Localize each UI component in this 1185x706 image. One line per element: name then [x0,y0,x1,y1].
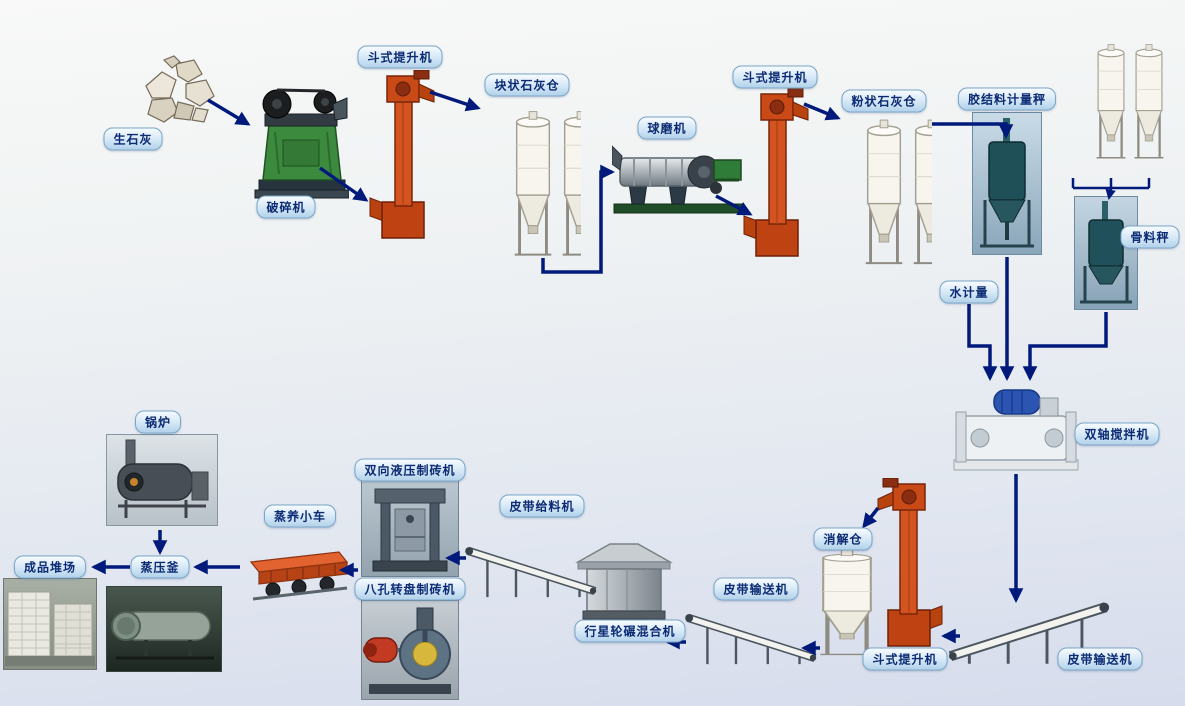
ball-mill-icon [612,130,744,216]
label-belt-conveyor-2: 皮带输送机 [713,577,799,601]
label-crusher: 破碎机 [256,195,316,219]
rotary-press-photo [361,600,459,700]
binder-scale-photo [972,112,1042,255]
arrow-aggregatescale-mixer [1022,312,1108,381]
label-product-yard: 成品堆场 [13,555,87,579]
label-twin-shaft-mixer: 双轴搅拌机 [1074,422,1160,446]
label-quicklime: 生石灰 [103,127,163,151]
arrow-water-mixer [967,304,998,381]
jaw-crusher-icon [253,84,349,202]
label-steam-cart: 蒸养小车 [263,504,337,528]
label-boiler: 锅炉 [134,410,182,434]
block-lime-silos-icon [485,108,581,263]
label-aggregate-scale: 骨料秤 [1120,225,1180,249]
label-autoclave: 蒸压釜 [130,555,190,579]
boiler-photo [106,434,218,526]
storage-silos-icon [1054,22,1168,184]
bucket-elevator-2-icon [742,88,812,263]
label-planetary-mixer: 行星轮碾混合机 [574,619,686,643]
label-belt-feeder: 皮带给料机 [499,494,585,518]
label-water-meter: 水计量 [939,280,999,304]
autoclave-photo [106,586,222,672]
label-block-lime-silo: 块状石灰仓 [484,73,570,97]
belt-feeder-icon [462,518,597,608]
bucket-elevator-3-icon [872,478,946,653]
label-bucket-elevator-2: 斗式提升机 [732,65,818,89]
label-bucket-elevator-1: 斗式提升机 [357,45,443,69]
product-yard-photo [3,578,97,670]
label-hydraulic-press: 双向液压制砖机 [354,458,466,482]
digestion-silo-icon [812,548,882,660]
quicklime-stones-icon [138,52,218,127]
powder-lime-silos-icon [836,115,932,273]
bucket-elevator-1-icon [368,70,438,245]
aggregate-scale-photo [1074,196,1138,310]
label-belt-conveyor-1: 皮带输送机 [1057,647,1143,671]
label-binder-scale: 胶结料计量秤 [957,87,1057,111]
twin-shaft-mixer-icon [950,380,1082,472]
label-powder-lime-silo: 粉状石灰仓 [841,89,927,113]
label-digestion-silo: 消解仓 [813,527,873,551]
steam-cart-icon [243,542,349,604]
label-ball-mill: 球磨机 [637,116,697,140]
hydraulic-press-photo [361,479,459,577]
label-bucket-elevator-3: 斗式提升机 [862,647,948,671]
label-rotary-press: 八孔转盘制砖机 [354,577,466,601]
